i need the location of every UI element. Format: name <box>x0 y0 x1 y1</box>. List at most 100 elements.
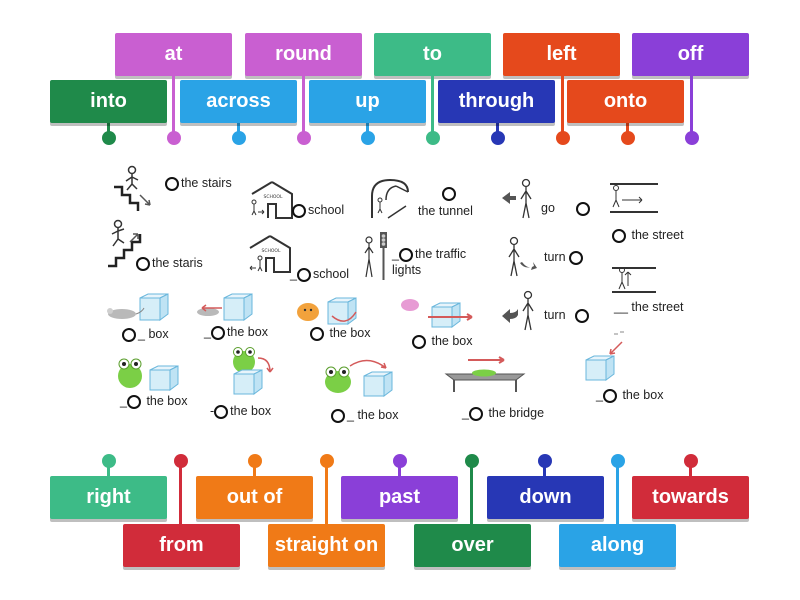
pin-dot <box>684 454 698 468</box>
target-the-bridge: _ the bridge <box>462 406 545 421</box>
target-label: turn <box>544 250 566 264</box>
word-tile-through[interactable]: through <box>438 80 555 123</box>
drop-target-blank[interactable] <box>468 406 483 421</box>
traffic-lights-picture <box>364 232 387 280</box>
drop-target-blank[interactable] <box>126 394 141 409</box>
pin-line <box>496 118 499 138</box>
drop-target-blank[interactable] <box>214 404 229 419</box>
target-turn-1: turn <box>544 250 585 265</box>
target-box: _ box <box>122 327 169 342</box>
target-label: the street <box>631 228 684 242</box>
drop-target-blank[interactable] <box>576 201 591 216</box>
target-the-stairs: the stairs <box>165 176 232 191</box>
drop-target-blank[interactable] <box>575 308 590 323</box>
pin-line <box>325 462 328 530</box>
target-the-staris: the staris <box>136 256 203 271</box>
target-the-street-2: __ the street <box>614 300 684 314</box>
pin-dot <box>465 454 479 468</box>
drop-target-blank[interactable] <box>122 327 136 342</box>
word-tile-towards[interactable]: towards <box>632 476 749 519</box>
drop-target-blank[interactable] <box>331 408 345 423</box>
word-tile-round[interactable]: round <box>245 33 362 76</box>
target-the-box-2: the box <box>310 326 371 341</box>
pin-dot <box>248 454 262 468</box>
pin-dot <box>611 454 625 468</box>
drop-target-blank[interactable] <box>602 388 617 403</box>
cat-round-box-picture <box>297 297 357 325</box>
pin-line <box>689 462 692 480</box>
target-label: go <box>541 201 555 215</box>
target-label: the bridge <box>488 406 545 420</box>
drop-target-blank[interactable] <box>398 247 413 262</box>
target-label: school <box>308 203 345 217</box>
pin-dot <box>621 131 635 145</box>
target-turn-2: turn <box>544 308 591 323</box>
frog-off-box-picture <box>233 347 274 395</box>
pin-dot <box>102 131 116 145</box>
pin-dot <box>174 454 188 468</box>
pin-line <box>626 118 629 138</box>
target-the-box-5: -the box <box>210 404 272 419</box>
go-left-picture <box>502 178 532 219</box>
drop-target-blank[interactable] <box>569 250 584 265</box>
drop-target-blank[interactable] <box>412 334 426 349</box>
pin-dot <box>320 454 334 468</box>
word-tile-up[interactable]: up <box>309 80 426 123</box>
target-school-1: school <box>292 203 344 218</box>
target-label: lights <box>392 263 422 277</box>
word-tile-to[interactable]: to <box>374 33 491 76</box>
bridge-picture <box>444 356 526 392</box>
pin-dot <box>426 131 440 145</box>
drop-target-blank[interactable] <box>136 256 150 271</box>
word-tile-at[interactable]: at <box>115 33 232 76</box>
pin-dot <box>556 131 570 145</box>
drop-target-blank[interactable] <box>310 326 324 341</box>
target-the-box-7: _ the box <box>596 388 664 403</box>
pin-line <box>690 72 693 138</box>
drop-target-blank[interactable] <box>165 176 179 191</box>
pin-dot <box>491 131 505 145</box>
word-tile-right[interactable]: right <box>50 476 167 519</box>
pin-dot <box>167 131 181 145</box>
svg-text:SCHOOL: SCHOOL <box>264 194 283 200</box>
word-tile-left[interactable]: left <box>503 33 620 76</box>
drop-target-blank[interactable] <box>442 186 457 201</box>
pin-line <box>237 118 240 138</box>
stairs-down-picture <box>114 165 151 211</box>
turn-right-picture <box>508 236 537 277</box>
pin-line <box>366 118 369 138</box>
target-label: the box <box>329 326 371 340</box>
word-tile-over[interactable]: over <box>414 524 531 567</box>
word-tile-along[interactable]: along <box>559 524 676 567</box>
word-tile-past[interactable]: past <box>341 476 458 519</box>
target-label: the street <box>631 300 684 314</box>
across-street-picture <box>612 267 656 293</box>
target-label: the box <box>622 388 664 402</box>
target-label: the box <box>357 408 399 422</box>
word-tile-onto[interactable]: onto <box>567 80 684 123</box>
word-tile-down[interactable]: down <box>487 476 604 519</box>
word-tile-across[interactable]: across <box>180 80 297 123</box>
word-tile-into[interactable]: into <box>50 80 167 123</box>
pin-line <box>398 462 401 480</box>
word-tile-straight-on[interactable]: straight on <box>268 524 385 567</box>
drop-target-blank[interactable] <box>210 325 225 340</box>
drop-target-blank[interactable] <box>296 267 311 282</box>
target-label: box <box>148 327 169 341</box>
drop-target-blank[interactable] <box>292 203 306 218</box>
target-label: the staris <box>152 256 203 270</box>
mouse-in-box-picture <box>107 293 169 321</box>
pin-line <box>253 462 256 480</box>
word-tile-out-of[interactable]: out of <box>196 476 313 519</box>
school-out-of-picture: SCHOOL <box>249 235 291 273</box>
target-label: the tunnel <box>418 204 473 218</box>
word-tile-from[interactable]: from <box>123 524 240 567</box>
target-school-2: _school <box>290 267 350 282</box>
target-label: the traffic <box>414 247 467 261</box>
pin-dot <box>102 454 116 468</box>
target-go: go <box>541 201 592 216</box>
pin-dot <box>538 454 552 468</box>
word-tile-off[interactable]: off <box>632 33 749 76</box>
drop-target-blank[interactable] <box>612 228 626 243</box>
